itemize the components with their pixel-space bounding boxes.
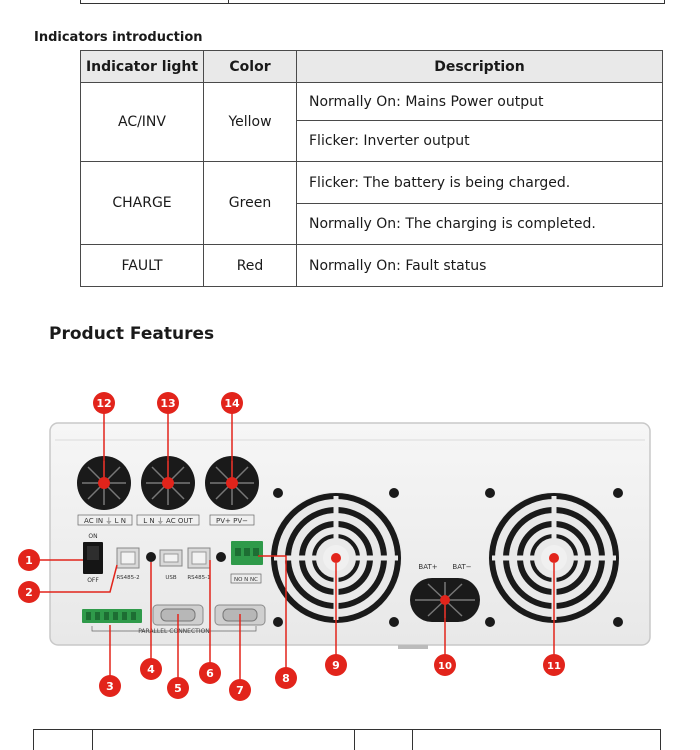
table-row: AC/INV Yellow Normally On: Mains Power o… bbox=[80, 82, 663, 162]
indicators-table: Indicator light Color Description AC/INV… bbox=[80, 50, 663, 287]
indicator-light-cell: FAULT bbox=[80, 244, 204, 287]
table-row: CHARGE Green Flicker: The battery is bei… bbox=[80, 161, 663, 245]
ac-out-label: L N ⏚ AC OUT bbox=[143, 517, 193, 525]
cooling-fan-left bbox=[270, 488, 402, 627]
svg-text:12: 12 bbox=[96, 397, 111, 410]
indicator-description-cell: Normally On: The charging is completed. bbox=[296, 203, 663, 245]
previous-table-bottom bbox=[80, 0, 665, 4]
svg-text:14: 14 bbox=[224, 397, 240, 410]
svg-text:6: 6 bbox=[206, 667, 214, 680]
dry-contact-label: NO N NC bbox=[234, 577, 258, 583]
callout-12: 12 bbox=[93, 392, 115, 414]
pv-label: PV+ PV− bbox=[216, 517, 248, 525]
table-row: Flicker: Inverter output bbox=[81, 120, 663, 162]
ac-in-gland bbox=[77, 456, 131, 510]
header-indicator-light: Indicator light bbox=[80, 50, 204, 83]
indicator-light-cell: CHARGE bbox=[80, 161, 204, 245]
rs485-1-label: RS485-1 bbox=[187, 575, 210, 581]
callout-4: 4 bbox=[140, 658, 162, 680]
callout-6: 6 bbox=[199, 662, 221, 684]
indicators-title: Indicators introduction bbox=[34, 30, 203, 45]
indicator-color-cell: Red bbox=[203, 244, 297, 287]
callout-8: 8 bbox=[275, 667, 297, 689]
callout-1: 1 bbox=[18, 549, 40, 571]
svg-text:1: 1 bbox=[25, 554, 33, 567]
rs485-2-label: RS485-2 bbox=[116, 575, 139, 581]
callout-10: 10 bbox=[434, 654, 456, 676]
usb-label: USB bbox=[165, 575, 177, 581]
callout-7: 7 bbox=[229, 679, 251, 701]
switch-off-label: OFF bbox=[87, 577, 99, 584]
header-description: Description bbox=[296, 50, 663, 83]
ac-out-gland bbox=[141, 456, 195, 510]
indicator-description-cell: Normally On: Mains Power output bbox=[296, 82, 663, 121]
indicator-color-cell: Yellow bbox=[203, 82, 297, 162]
svg-text:7: 7 bbox=[236, 684, 244, 697]
header-color: Color bbox=[203, 50, 297, 83]
callout-3: 3 bbox=[99, 675, 121, 697]
svg-text:11: 11 bbox=[547, 661, 561, 672]
callout-11: 11 bbox=[543, 654, 565, 676]
svg-text:4: 4 bbox=[147, 663, 155, 676]
svg-text:5: 5 bbox=[174, 682, 182, 695]
table-row: FAULT Red Normally On: Fault status bbox=[80, 244, 663, 287]
table-header-row: Indicator light Color Description bbox=[80, 50, 663, 83]
ac-in-label: AC IN ⏚ L N bbox=[84, 517, 126, 525]
next-table-top bbox=[33, 729, 661, 750]
indicator-led bbox=[146, 552, 156, 562]
indicator-color-cell: Green bbox=[203, 161, 297, 245]
svg-text:9: 9 bbox=[332, 659, 340, 672]
inverter-illustration: AC IN ⏚ L N L N ⏚ AC OUT PV+ PV− ON OFF … bbox=[18, 392, 651, 701]
bat-pos-label: BAT+ bbox=[418, 563, 437, 571]
indicator-description-cell: Flicker: The battery is being charged. bbox=[296, 161, 663, 204]
indicator-description-cell: Flicker: Inverter output bbox=[296, 120, 663, 162]
svg-text:2: 2 bbox=[25, 586, 33, 599]
bat-neg-label: BAT− bbox=[452, 563, 471, 571]
callout-13: 13 bbox=[157, 392, 179, 414]
callout-9: 9 bbox=[325, 654, 347, 676]
svg-text:10: 10 bbox=[438, 661, 452, 672]
switch-on-label: ON bbox=[88, 533, 97, 540]
product-figure: AC IN ⏚ L N L N ⏚ AC OUT PV+ PV− ON OFF … bbox=[0, 385, 700, 705]
callout-5: 5 bbox=[167, 677, 189, 699]
rs485-1-port[interactable] bbox=[191, 551, 207, 565]
features-title: Product Features bbox=[49, 324, 215, 344]
rs485-2-port[interactable] bbox=[120, 551, 136, 565]
callout-14: 14 bbox=[221, 392, 243, 414]
svg-text:13: 13 bbox=[160, 397, 175, 410]
svg-text:3: 3 bbox=[106, 680, 114, 693]
indicator-light-cell: AC/INV bbox=[80, 82, 204, 162]
svg-text:8: 8 bbox=[282, 672, 290, 685]
parallel-connection-label: PARALLEL CONNECTION bbox=[138, 628, 210, 635]
cooling-fan-right bbox=[485, 488, 623, 627]
callout-2: 2 bbox=[18, 581, 40, 603]
indicator-description-cell: Normally On: Fault status bbox=[296, 244, 663, 287]
pv-gland bbox=[205, 456, 259, 510]
table-row: Normally On: The charging is completed. bbox=[81, 203, 663, 245]
battery-gland bbox=[410, 578, 480, 622]
usb-port[interactable] bbox=[163, 553, 179, 563]
